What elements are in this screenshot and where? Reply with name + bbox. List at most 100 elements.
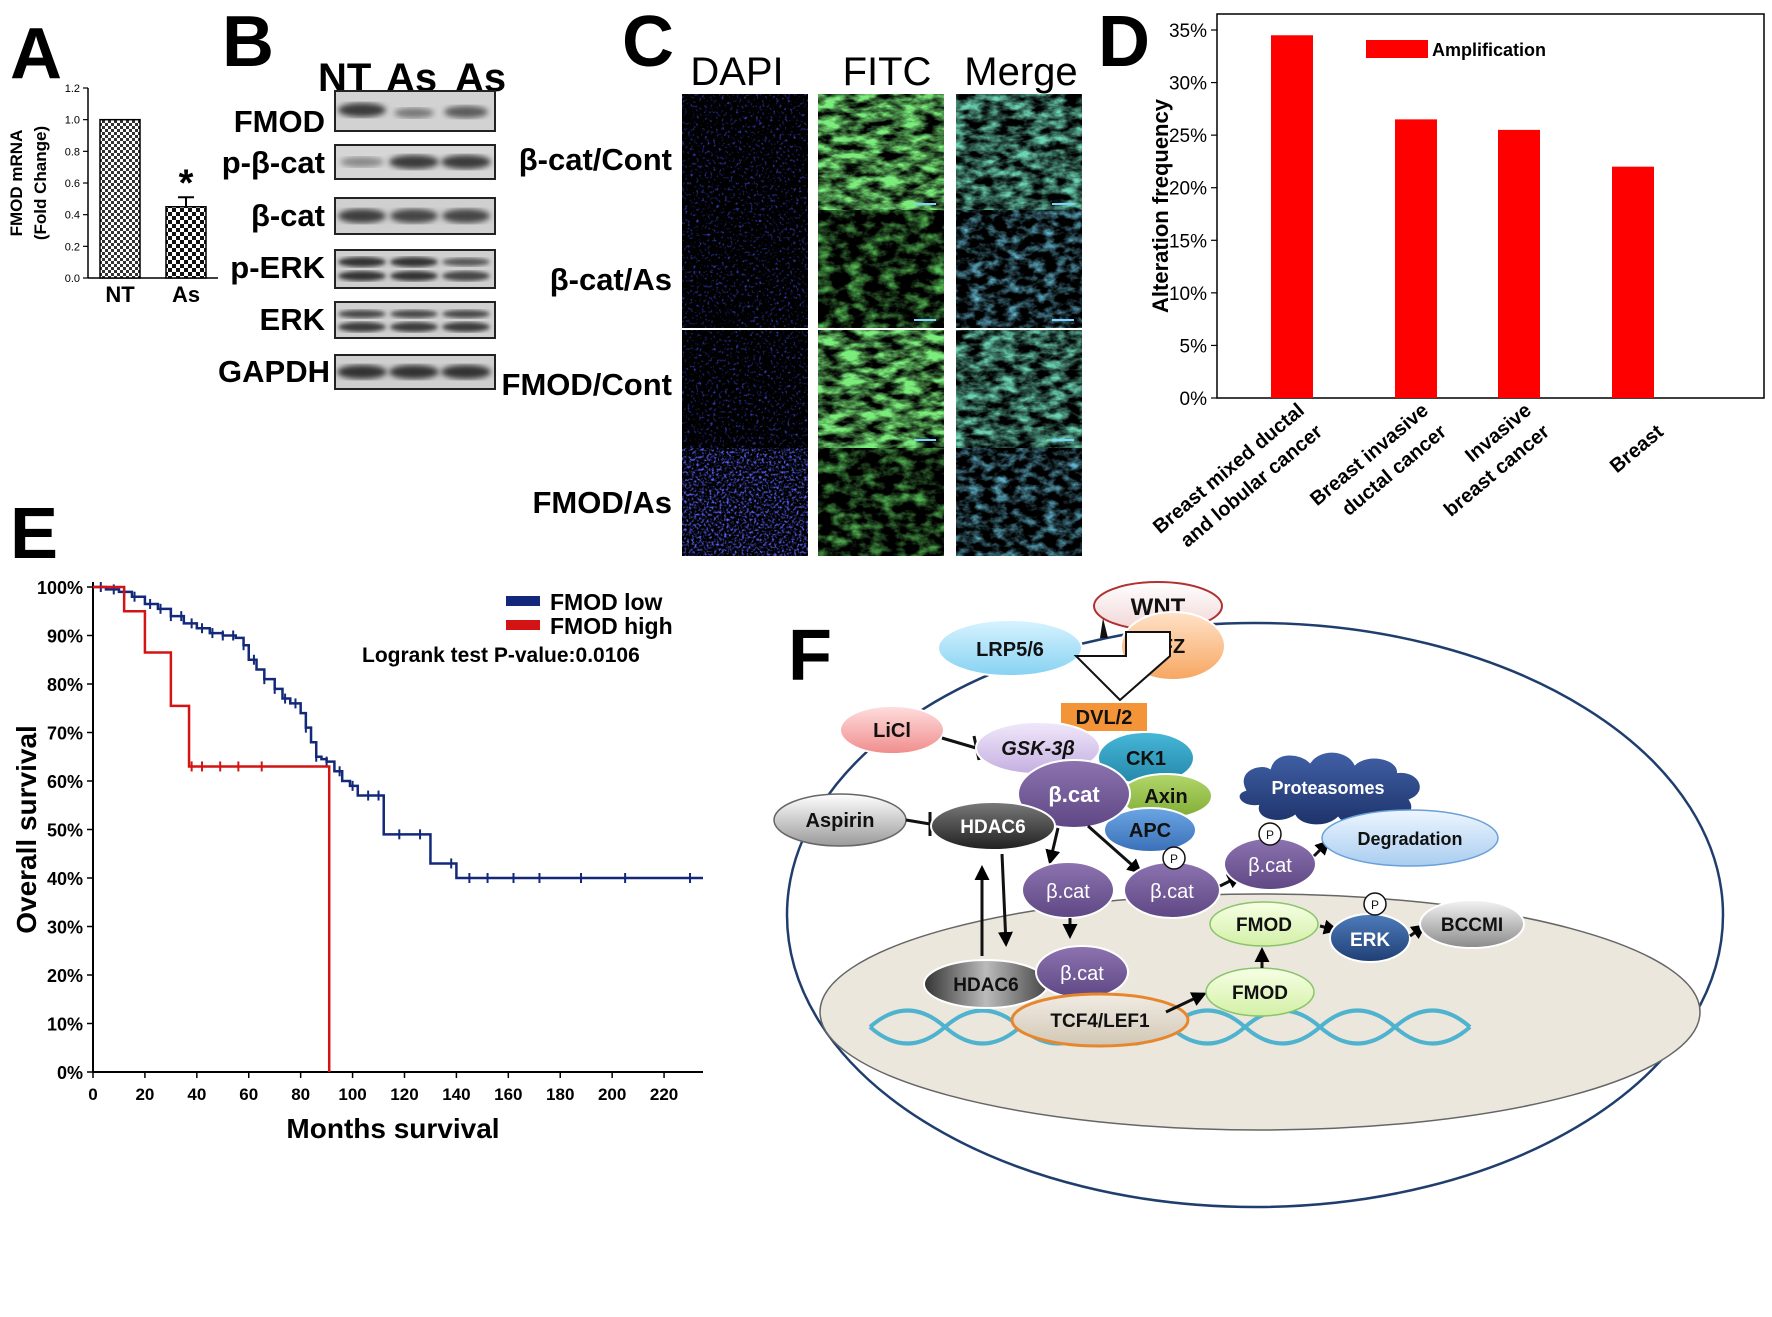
proteasomes-label: Proteasomes bbox=[1271, 778, 1384, 798]
a-ylabel: FMOD mRNA bbox=[7, 130, 26, 237]
e-series-fmod-low bbox=[93, 585, 703, 880]
e-xtick-label: 80 bbox=[291, 1085, 310, 1104]
erk-label: ERK bbox=[1350, 930, 1390, 951]
proteasomes-cloud bbox=[1237, 750, 1422, 827]
panel-label-a: A bbox=[10, 14, 62, 94]
panel-label-e: E bbox=[10, 494, 59, 574]
fmod-label-nucleus: FMOD bbox=[1232, 983, 1288, 1004]
panel-label-f: F bbox=[788, 616, 832, 696]
e-xtick-label: 200 bbox=[598, 1085, 626, 1104]
e-ytick-label: 50% bbox=[47, 821, 83, 841]
e-xtick-label: 60 bbox=[239, 1085, 258, 1104]
tcf4-lef1-node bbox=[1010, 992, 1190, 1048]
bcat-node-2 bbox=[1021, 861, 1115, 919]
panel-label-b: B bbox=[222, 2, 274, 82]
bcat-node-main bbox=[1017, 759, 1131, 829]
arrow-cytoplasm-to-nucleus bbox=[997, 853, 1013, 947]
e-xtick-label: 180 bbox=[546, 1085, 574, 1104]
e-ytick-label: 20% bbox=[47, 966, 83, 986]
licl-node bbox=[839, 705, 945, 755]
panel-label-c: C bbox=[622, 2, 674, 82]
blot-row-b-cat: β-cat bbox=[250, 198, 325, 233]
hdac6-label-nucleus: HDAC6 bbox=[953, 975, 1018, 996]
d-ytick-label: 25% bbox=[1169, 126, 1207, 147]
gsk-label: GSK-3β bbox=[1001, 738, 1075, 760]
e-ytick-label: 90% bbox=[47, 627, 83, 647]
panel-d-bar-chart: 0% 5% 10% 15% 20% 25% 30% 35% Breast mixed ducta… bbox=[1148, 13, 1765, 552]
bcat-label-main: β.cat bbox=[1048, 782, 1100, 807]
if-tile-fitc bbox=[818, 94, 944, 212]
pbcat-label-2: β.cat bbox=[1248, 855, 1292, 877]
if-tile-merge bbox=[956, 94, 1082, 212]
phospho-circle-1 bbox=[1162, 846, 1186, 870]
d-category-label: Breast bbox=[1606, 421, 1668, 478]
d-ytick-label: 15% bbox=[1169, 231, 1207, 252]
e-ylabel: Overall survival bbox=[11, 725, 42, 934]
if-tile-dapi bbox=[682, 94, 808, 212]
d-ytick-label: 5% bbox=[1180, 336, 1208, 357]
fmod-node-nucleus bbox=[1205, 967, 1315, 1017]
d-ytick-label: 20% bbox=[1169, 179, 1207, 200]
e-ytick-label: 0% bbox=[57, 1063, 83, 1083]
apc-node bbox=[1103, 807, 1197, 853]
e-legend-swatch-high bbox=[506, 620, 540, 630]
phospho-circle-2 bbox=[1258, 822, 1282, 846]
e-ytick-label: 70% bbox=[47, 724, 83, 744]
lrp-node bbox=[937, 619, 1083, 677]
e-ytick-label: 40% bbox=[47, 869, 83, 889]
a-bar bbox=[99, 118, 141, 279]
d-ytick-label: 0% bbox=[1180, 389, 1208, 410]
e-ytick-label: 30% bbox=[47, 918, 83, 938]
licl-inhibit-line bbox=[941, 736, 977, 750]
panel-f-pathway-diagram: WNT LRP5/6 FZ DVL/2 LiCl GSK-3β CK1 Axin… bbox=[773, 581, 1725, 1209]
a-bar bbox=[165, 206, 207, 279]
blot-band-erk bbox=[334, 301, 496, 339]
e-ytick-label: 80% bbox=[47, 675, 83, 695]
e-legend-label-high: FMOD high bbox=[550, 613, 673, 639]
fmod-label-upper: FMOD bbox=[1236, 915, 1292, 936]
e-xtick-label: 220 bbox=[650, 1085, 678, 1104]
wnt-arrow bbox=[1100, 618, 1108, 638]
if-tile-fitc bbox=[818, 330, 944, 448]
d-legend-swatch bbox=[1366, 40, 1428, 58]
blot-row-fmod: FMOD bbox=[233, 104, 325, 139]
degradation-label: Degradation bbox=[1357, 829, 1462, 849]
e-legend-label-low: FMOD low bbox=[550, 589, 663, 615]
e-xtick-label: 40 bbox=[187, 1085, 206, 1104]
fmod-node-upper bbox=[1209, 901, 1319, 947]
receptor-arrow bbox=[1073, 631, 1171, 702]
if-row-fmod-cont: FMOD/Cont bbox=[501, 367, 672, 402]
d-bar bbox=[1271, 35, 1313, 398]
arrow-tcf-to-fmod bbox=[1165, 992, 1207, 1014]
e-xlabel: Months survival bbox=[286, 1113, 499, 1144]
d-ytick-label: 35% bbox=[1169, 21, 1207, 42]
bccmi-node bbox=[1419, 899, 1525, 949]
blot-band-p-b-cat bbox=[334, 144, 496, 180]
if-col-merge: Merge bbox=[964, 50, 1078, 94]
tcf4-lef1-label: TCF4/LEF1 bbox=[1050, 1011, 1150, 1032]
degradation-node bbox=[1321, 809, 1499, 867]
apc-label: APC bbox=[1129, 820, 1171, 842]
if-tile-merge bbox=[956, 210, 1082, 328]
blot-row-gapdh: GAPDH bbox=[218, 354, 330, 389]
aspirin-inhibit-line bbox=[905, 818, 931, 826]
aspirin-label: Aspirin bbox=[806, 810, 875, 832]
blot-band-fmod bbox=[334, 90, 496, 132]
lrp-label: LRP5/6 bbox=[976, 639, 1044, 661]
hdac6-label-top: HDAC6 bbox=[960, 817, 1025, 838]
bcat-label-2: β.cat bbox=[1046, 881, 1090, 903]
if-tile-dapi bbox=[682, 210, 808, 328]
a-ytick-label: 0.8 bbox=[65, 146, 80, 158]
if-col-fitc: FITC bbox=[842, 50, 932, 94]
d-ytick-label: 30% bbox=[1169, 74, 1207, 95]
bcat-label-nucleus: β.cat bbox=[1060, 963, 1104, 985]
d-ytick-label: 10% bbox=[1169, 284, 1207, 305]
if-row-fmod-as: FMOD/As bbox=[532, 485, 673, 520]
d-legend-label: Amplification bbox=[1432, 40, 1546, 60]
a-ytick-label: 1.0 bbox=[65, 115, 80, 127]
a-ytick-label: 0.2 bbox=[65, 241, 80, 253]
